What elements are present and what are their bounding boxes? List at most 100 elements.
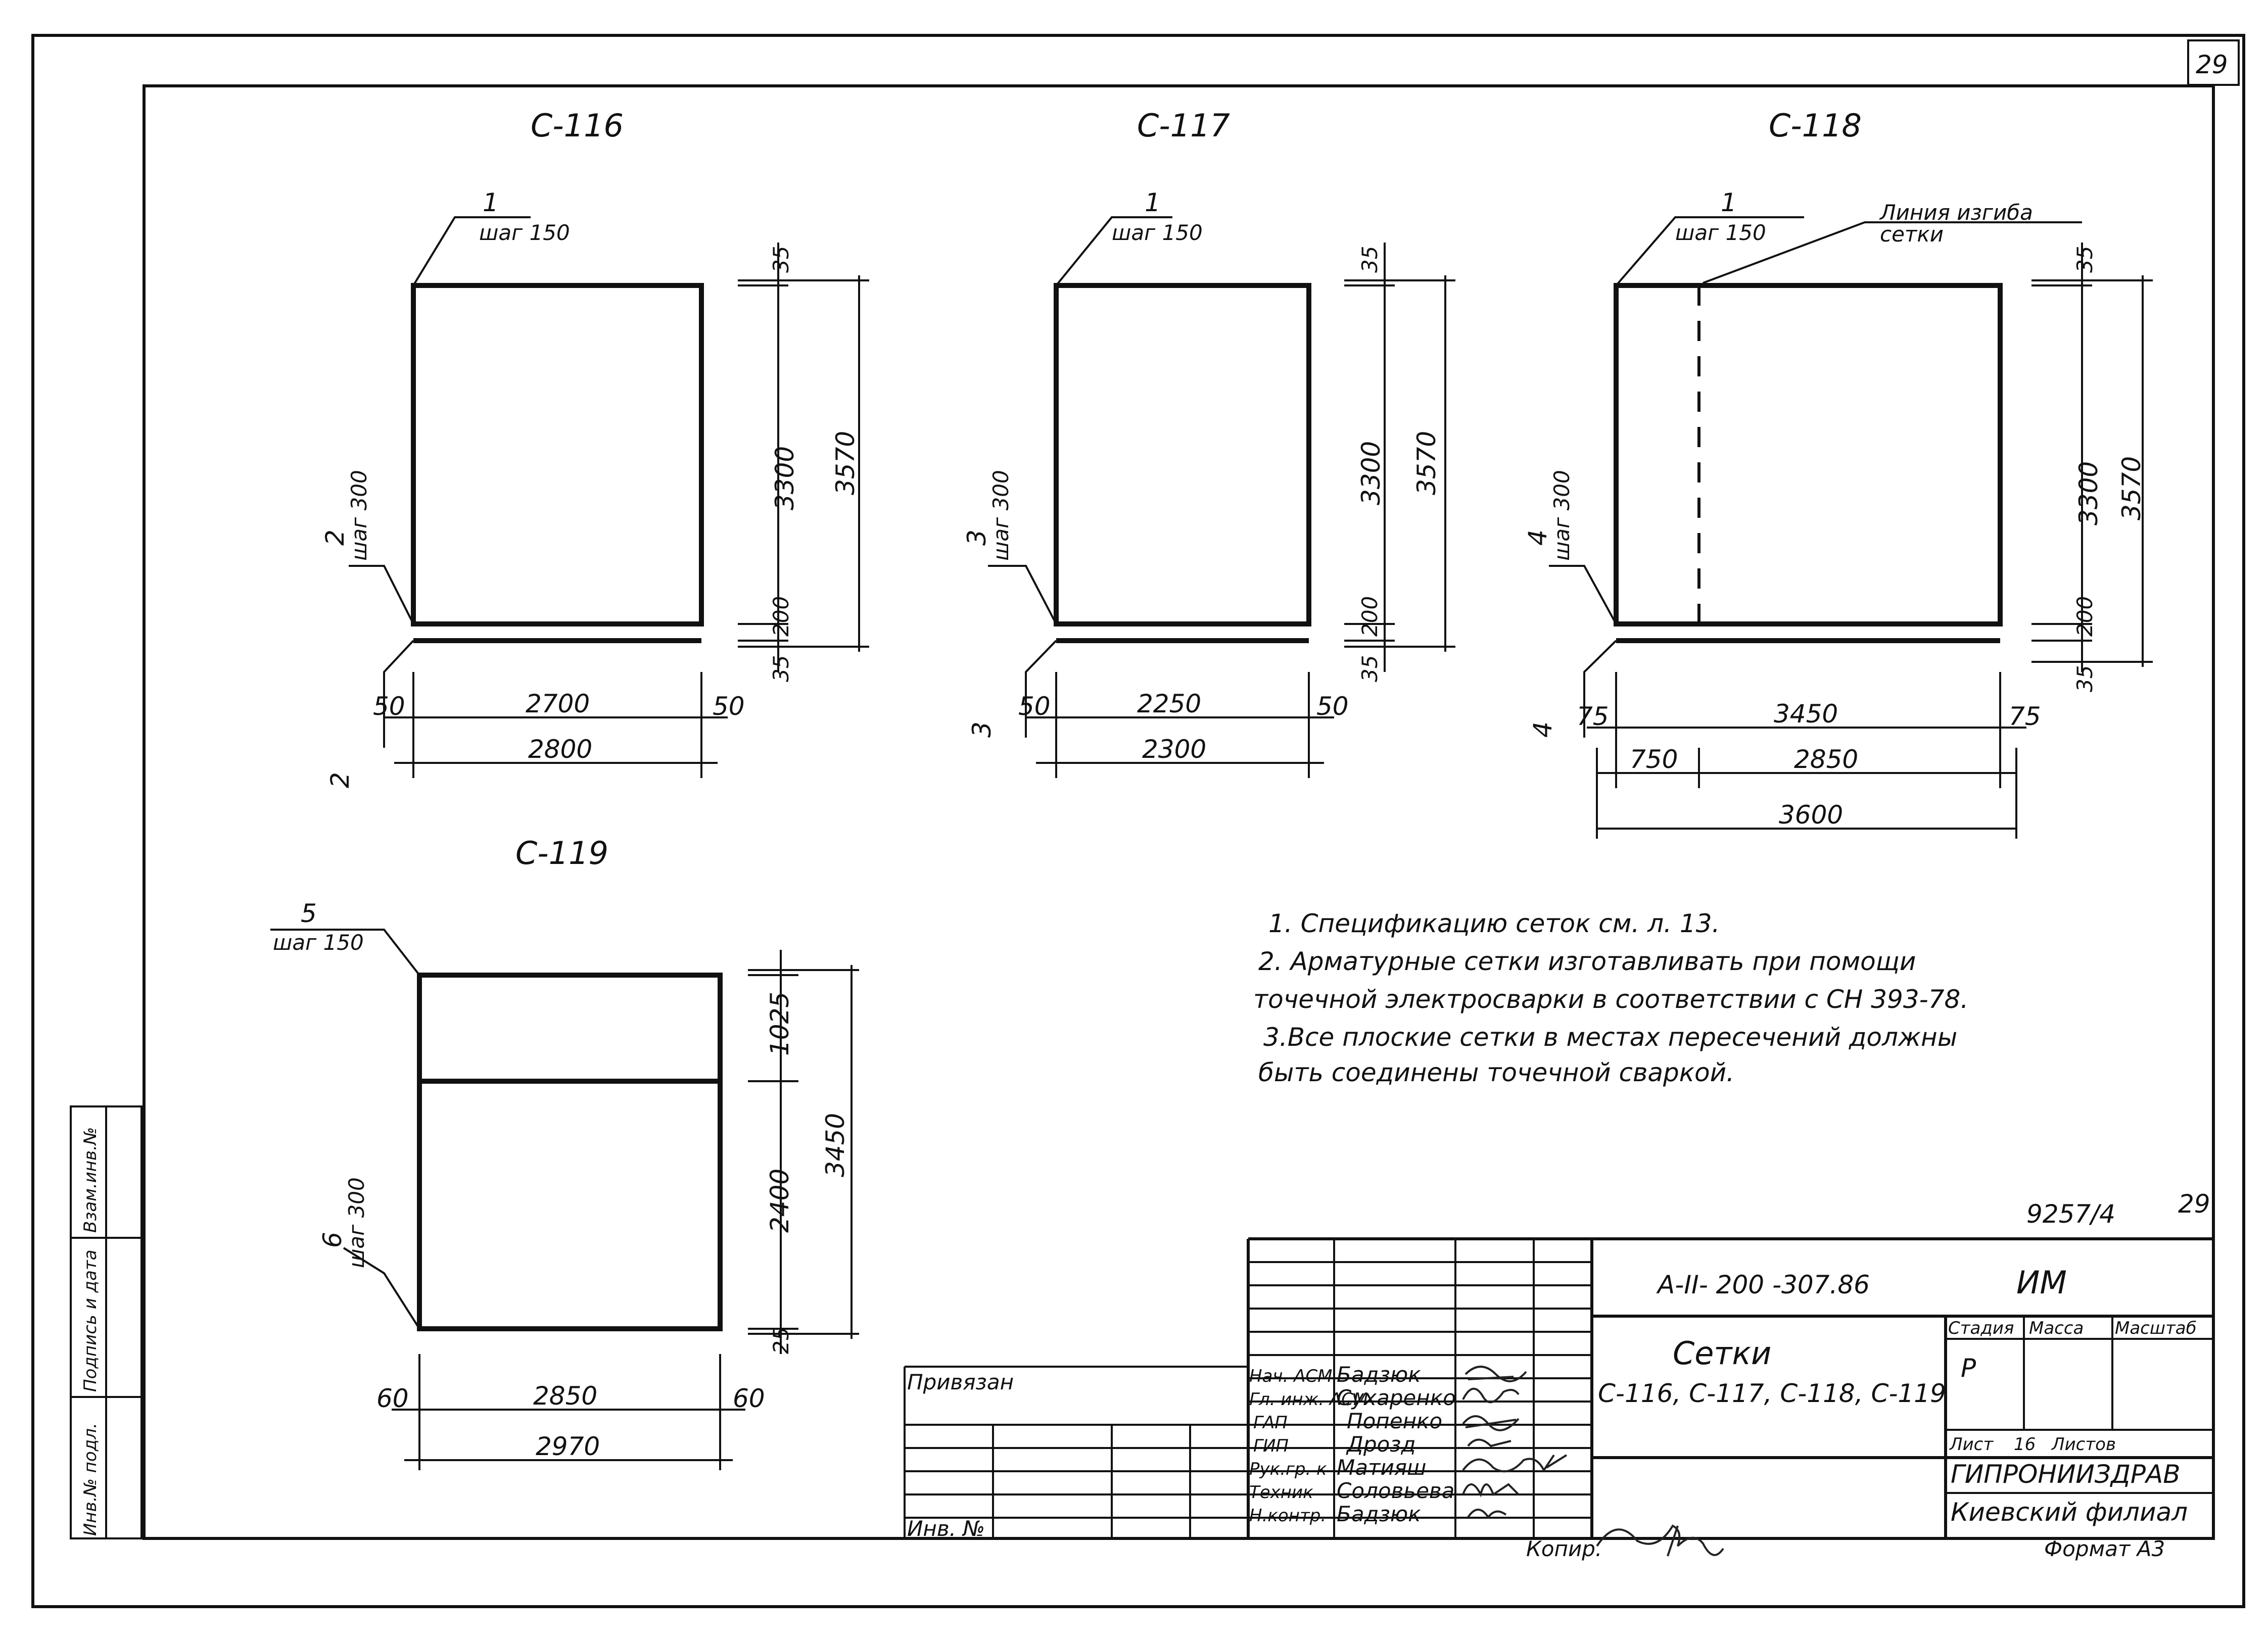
stage-value: Р bbox=[1961, 1354, 1976, 1383]
margin-vzam: Взам.инв.№ bbox=[80, 1127, 101, 1233]
c118-side-bar-step: шаг 300 bbox=[1549, 470, 1574, 561]
c117-side-bar-step: шаг 300 bbox=[988, 470, 1013, 561]
c116-bottom-bar-num: 2 bbox=[325, 772, 355, 788]
c118-side-bar-num: 4 bbox=[1523, 529, 1552, 546]
c116-top-bar-num: 1 bbox=[483, 188, 499, 217]
c119-dim-width: 2970 bbox=[536, 1432, 600, 1461]
mesh-c116-title: С-116 bbox=[531, 107, 624, 144]
staff-role-7: Н.контр. bbox=[1249, 1506, 1326, 1526]
note-2a: 2. Арматурные сетки изготавливать при по… bbox=[1258, 947, 1916, 976]
c116-side-bar-step: шаг 300 bbox=[347, 470, 371, 561]
staff-list: Нач. АСМ Бадзюк Гл. инж. АСМ Сухаренко Г… bbox=[1249, 1362, 1456, 1526]
staff-name-5: Матияш bbox=[1337, 1455, 1426, 1480]
staff-name-7: Бадзюк bbox=[1337, 1502, 1421, 1526]
c118-dim-left-off: 75 bbox=[1577, 702, 1609, 731]
c116-dim-right-off: 50 bbox=[713, 692, 745, 721]
c119-top-bar-step: шаг 150 bbox=[273, 930, 364, 955]
c116-dim-inner: 2700 bbox=[526, 689, 590, 718]
c118-top-bar-num: 1 bbox=[1721, 188, 1737, 217]
c116-top-bar-step: шаг 150 bbox=[479, 220, 570, 245]
c118-dim-top-off: 35 bbox=[2072, 246, 2097, 273]
mesh-c119: С-119 5 шаг 150 6 шаг 300 1025 2400 3450… bbox=[270, 835, 859, 1470]
staff-role-6: Техник bbox=[1249, 1482, 1313, 1503]
c117-dim-bottom-off: 35 bbox=[1357, 655, 1382, 682]
c117-dim-total: 3570 bbox=[1412, 431, 1441, 495]
c119-side-bar-num: 6 bbox=[318, 1232, 347, 1248]
general-notes: 1. Спецификацию сеток см. л. 13. 2. Арма… bbox=[1253, 909, 1968, 1087]
mesh-c116: С-116 1 шаг 150 2 шаг 300 2 35 3300 3570… bbox=[320, 107, 869, 788]
c117-dim-right-off: 50 bbox=[1316, 692, 1349, 721]
c116-dim-bottom-off: 35 bbox=[769, 655, 793, 682]
c118-dim-main: 3300 bbox=[2074, 461, 2103, 525]
binding-inv-no: Инв. № bbox=[907, 1516, 985, 1541]
staff-name-2: Сухаренко bbox=[1337, 1385, 1456, 1410]
sheets-label: Листов bbox=[2051, 1434, 2116, 1455]
c118-bend-line-label-2: сетки bbox=[1880, 222, 1944, 247]
c119-dim-bottom: 25 bbox=[769, 1327, 793, 1354]
staff-role-5: Рук.гр. к bbox=[1249, 1459, 1327, 1479]
margin-inv-podl: Инв.№ подл. bbox=[80, 1423, 101, 1536]
doc-name-1: Сетки bbox=[1673, 1335, 1771, 1372]
c117-dim-left-off: 50 bbox=[1018, 692, 1051, 721]
mesh-c117: С-117 1 шаг 150 3 шаг 300 3 35 3300 3570… bbox=[962, 107, 1455, 778]
c119-dim-mid: 2400 bbox=[765, 1169, 794, 1233]
c118-bottom-bar-num: 4 bbox=[1528, 721, 1557, 738]
c117-dim-bottom: 200 bbox=[1357, 596, 1382, 637]
c118-dim-bottom-off: 35 bbox=[2072, 665, 2097, 692]
staff-role-3: ГАП bbox=[1253, 1413, 1288, 1433]
doc-code: А-II- 200 -307.86 bbox=[1656, 1270, 1870, 1299]
c117-bottom-bar-num: 3 bbox=[967, 721, 997, 738]
scale-header: Масштаб bbox=[2115, 1318, 2197, 1338]
c119-top-bar-num: 5 bbox=[301, 899, 317, 928]
c117-top-bar-step: шаг 150 bbox=[1112, 220, 1203, 245]
c118-top-bar-step: шаг 150 bbox=[1675, 220, 1766, 245]
mass-header: Масса bbox=[2029, 1318, 2084, 1338]
corner-sheet-number: 29 bbox=[2196, 50, 2228, 79]
c118-dim-total: 3570 bbox=[2117, 456, 2146, 520]
c119-dim-right-off: 60 bbox=[733, 1384, 765, 1413]
signatures bbox=[1462, 1366, 1724, 1557]
c117-dim-main: 3300 bbox=[1356, 441, 1386, 505]
sheet-value: 16 bbox=[2014, 1434, 2036, 1455]
c119-dim-top: 1025 bbox=[765, 992, 794, 1056]
note-3b: быть соединены точечной сваркой. bbox=[1258, 1058, 1734, 1087]
staff-name-6: Соловьева bbox=[1337, 1478, 1454, 1503]
c116-dim-total: 3570 bbox=[831, 431, 860, 495]
c117-dim-width: 2300 bbox=[1142, 735, 1206, 764]
c116-dim-main: 3300 bbox=[770, 446, 799, 510]
c117-dim-inner: 2250 bbox=[1137, 689, 1201, 718]
org-name: ГИПРОНИИЗДРАВ bbox=[1951, 1460, 2181, 1489]
c117-side-bar-num: 3 bbox=[962, 529, 991, 546]
doc-name-2: С-116, С-117, С-118, С-119 bbox=[1598, 1379, 1946, 1408]
c118-dim-bottom: 200 bbox=[2072, 596, 2097, 637]
c118-dim-inner: 3450 bbox=[1774, 699, 1838, 729]
mesh-c118-title: С-118 bbox=[1769, 107, 1862, 144]
c116-dim-bottom: 200 bbox=[769, 596, 793, 637]
copied-by-label: Копир. bbox=[1526, 1536, 1602, 1561]
c119-dim-inner: 2850 bbox=[533, 1381, 597, 1411]
c116-dim-left-off: 50 bbox=[373, 692, 405, 721]
order-number: 9257/4 bbox=[2026, 1199, 2115, 1229]
staff-name-3: Попенко bbox=[1347, 1409, 1442, 1433]
c119-side-bar-step: шаг 300 bbox=[344, 1177, 369, 1268]
binding-privyazan: Привязан bbox=[907, 1370, 1014, 1394]
mesh-c118: С-118 1 шаг 150 Линия изгиба сетки 4 шаг… bbox=[1523, 107, 2153, 839]
c119-dim-total: 3450 bbox=[821, 1113, 850, 1177]
sheet-label: Лист bbox=[1949, 1434, 1994, 1455]
c118-bend-line-label-1: Линия изгиба bbox=[1879, 200, 2033, 225]
c116-side-bar-num: 2 bbox=[320, 529, 350, 546]
staff-name-1: Бадзюк bbox=[1337, 1362, 1421, 1387]
doc-mark: ИМ bbox=[2016, 1264, 2067, 1301]
sheet-frame bbox=[31, 34, 2245, 1608]
order-sheet: 29 bbox=[2178, 1189, 2210, 1219]
note-1: 1. Спецификацию сеток см. л. 13. bbox=[1268, 909, 1720, 938]
org-branch: Киевский филиал bbox=[1951, 1498, 2188, 1527]
note-3a: 3.Все плоские сетки в местах пересечений… bbox=[1263, 1023, 1957, 1052]
c118-dim-seg-b: 2850 bbox=[1794, 745, 1858, 774]
staff-role-1: Нач. АСМ bbox=[1249, 1366, 1332, 1386]
stage-header: Стадия bbox=[1948, 1318, 2014, 1338]
c119-dim-left-off: 60 bbox=[376, 1384, 409, 1413]
paper-format: Формат А3 bbox=[2044, 1536, 2165, 1561]
c116-dim-width: 2800 bbox=[528, 735, 592, 764]
staff-role-4: ГИП bbox=[1253, 1436, 1289, 1456]
